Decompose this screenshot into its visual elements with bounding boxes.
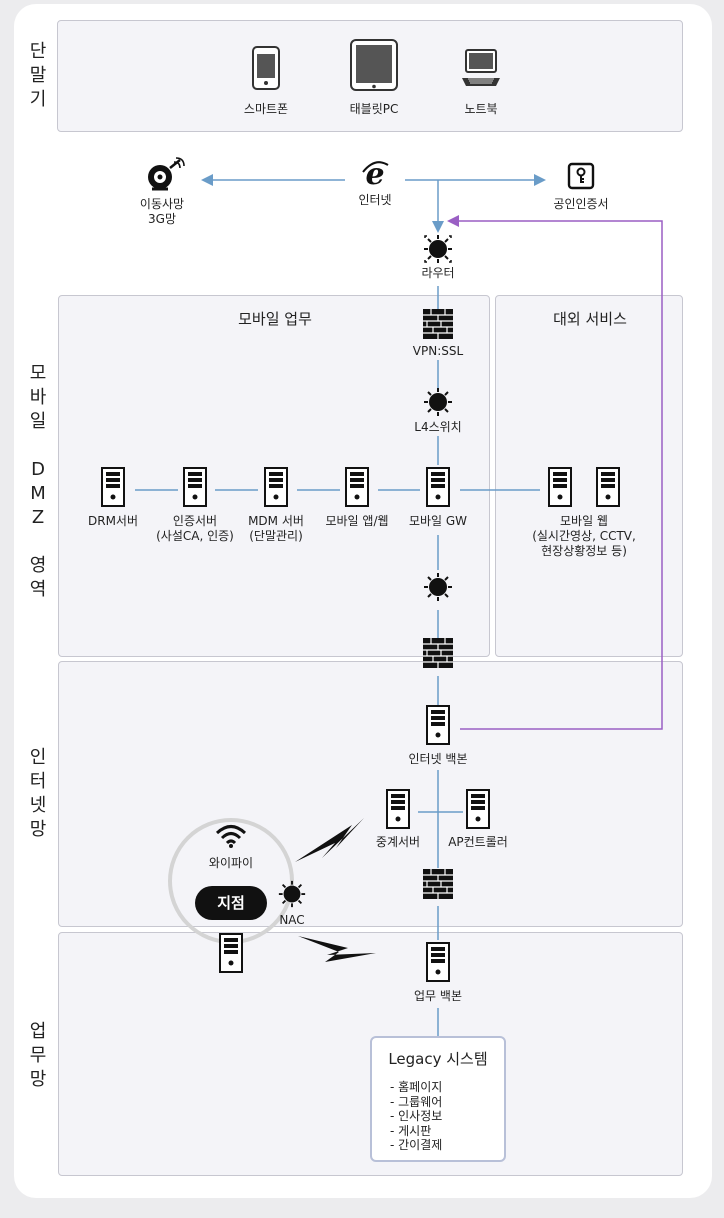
mobile-network-label: 이동사망 3G망 xyxy=(139,197,185,226)
drm-label: DRM서버 xyxy=(87,514,139,528)
mobile-app-label: 모바일 앱/웹 xyxy=(325,514,389,528)
notebook-icon xyxy=(460,48,502,92)
mobile-web-label: 모바일 웹 (실시간영상, CCTV, 현장상황정보 등) xyxy=(532,514,636,558)
drm-server-icon xyxy=(101,467,125,511)
mobile-web-server-icon-2 xyxy=(596,467,620,511)
router-label: 라우터 xyxy=(421,266,455,280)
key-certificate-icon xyxy=(567,162,595,194)
wifi-label: 와이파이 xyxy=(208,856,254,870)
zone-label-terminal: 단 말 기 xyxy=(29,41,47,110)
nac-icon xyxy=(277,879,307,913)
notebook-label: 노트북 xyxy=(464,102,498,116)
legacy-item: - 인사정보 xyxy=(390,1109,443,1123)
legacy-item: - 홈페이지 xyxy=(390,1080,443,1094)
branch-server-icon xyxy=(219,933,243,977)
relay-server-icon xyxy=(386,789,410,833)
l4-label: L4스위치 xyxy=(414,420,462,434)
tablet-icon xyxy=(350,39,398,95)
smartphone-icon xyxy=(251,46,281,94)
legacy-item: - 그룹웨어 xyxy=(390,1094,443,1109)
router-icon xyxy=(422,233,454,269)
legacy-title: Legacy 시스템 xyxy=(388,1050,488,1068)
internet-icon: e xyxy=(360,157,390,193)
nac-label: NAC xyxy=(279,913,305,927)
subzone-title-external-service: 대외 서비스 xyxy=(553,310,627,328)
vpn-label: VPN:SSL xyxy=(412,344,464,358)
auth-server-icon xyxy=(183,467,207,511)
legacy-list: - 홈페이지 - 그룹웨어 - 인사정보 - 게시판 - 간이결제 xyxy=(390,1080,442,1153)
tablet-label: 태블릿PC xyxy=(349,102,399,116)
subzone-title-mobile-work: 모바일 업무 xyxy=(238,310,312,328)
mdm-label: MDM 서버 (단말관리) xyxy=(248,514,304,543)
relay-label: 중계서버 xyxy=(375,835,421,849)
legacy-system-box: Legacy 시스템 - 홈페이지 - 그룹웨어 - 인사정보 - 게시판 - … xyxy=(370,1036,506,1162)
ap-controller-server-icon xyxy=(466,789,490,833)
mdm-server-icon xyxy=(264,467,288,511)
mobile-gw-label: 모바일 GW xyxy=(408,514,468,528)
internet-label: 인터넷 xyxy=(358,193,392,207)
business-backbone-server-icon xyxy=(426,942,450,986)
cert-label: 공인인증서 xyxy=(553,197,609,211)
zone-internet xyxy=(58,661,683,927)
zone-label-internet: 인 터 넷 망 xyxy=(29,747,47,840)
zone-external-service xyxy=(495,295,683,657)
internet-backbone-label: 인터넷 백본 xyxy=(408,752,468,766)
vpn-firewall-icon xyxy=(423,309,453,343)
l4-switch-icon xyxy=(422,386,454,422)
zone-label-business: 업 무 망 xyxy=(29,1021,47,1090)
lightning-relay xyxy=(295,818,364,862)
wifi-icon xyxy=(215,824,247,852)
internet-backbone-server-icon xyxy=(426,705,450,749)
business-backbone-label: 업무 백본 xyxy=(414,989,462,1003)
legacy-item: - 게시판 xyxy=(390,1123,432,1138)
satellite-icon xyxy=(146,156,186,196)
smartphone-label: 스마트폰 xyxy=(243,102,289,116)
link-backbone-cert xyxy=(447,215,663,730)
auth-label: 인증서버 (사설CA, 인증) xyxy=(156,514,234,543)
ap-controller-label: AP컨트롤러 xyxy=(448,835,508,849)
lightning-business xyxy=(298,936,376,962)
dmz-switch-icon xyxy=(422,571,454,607)
mobile-app-server-icon xyxy=(345,467,369,511)
mobile-web-server-icon-1 xyxy=(548,467,572,511)
mobile-gw-server-icon xyxy=(426,467,450,511)
internal-firewall-icon xyxy=(423,869,453,903)
branch-badge: 지점 xyxy=(195,886,267,920)
dmz-firewall-icon xyxy=(423,638,453,672)
zone-label-mobile-dmz: 모 바 일 D M Z 영 역 xyxy=(29,363,47,600)
legacy-item: - 간이결제 xyxy=(390,1138,443,1152)
